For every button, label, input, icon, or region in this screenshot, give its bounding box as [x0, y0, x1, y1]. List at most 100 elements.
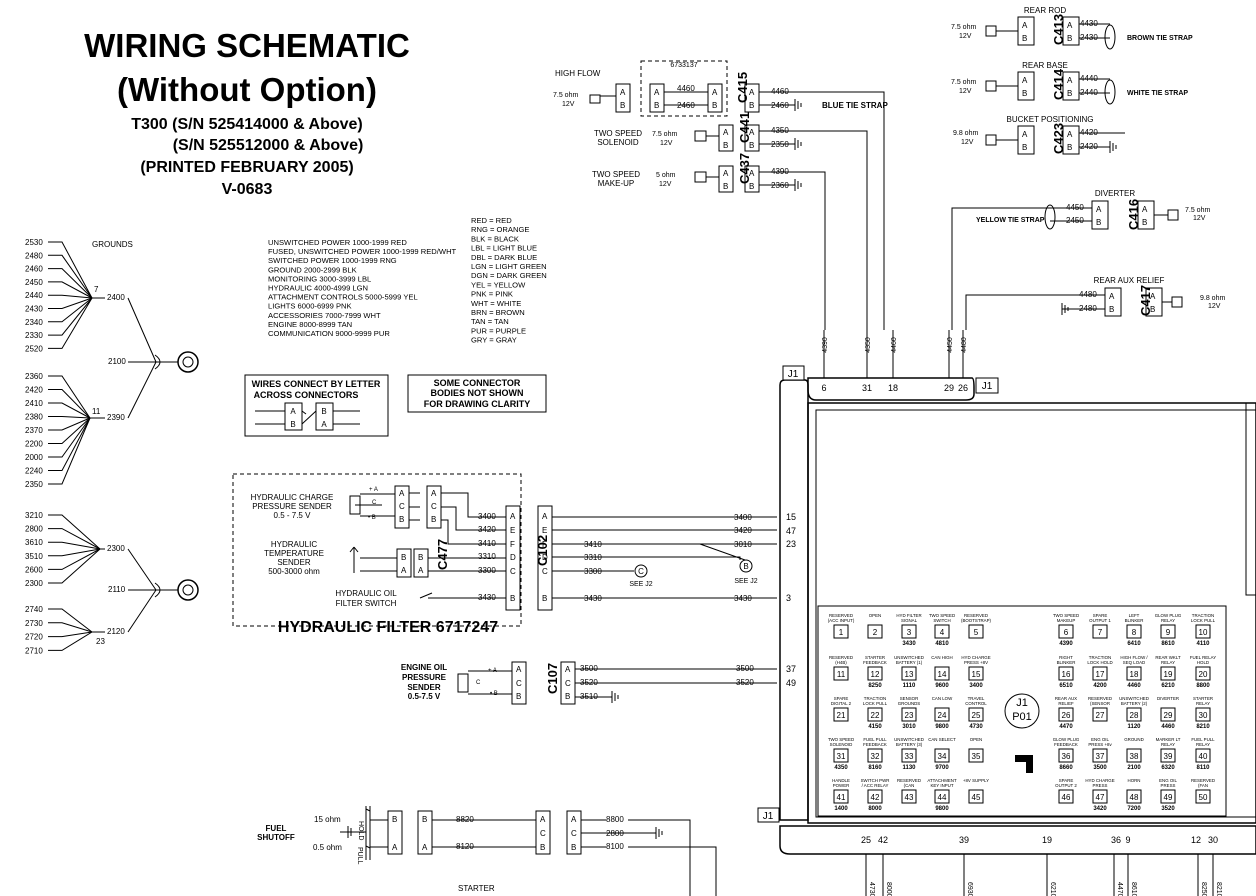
eng-oil-3: SENDER: [407, 683, 441, 692]
j1-bot-pin-36: 36: [1111, 835, 1121, 845]
group4-out: 2120: [107, 627, 125, 636]
g2-wire-3: 2380: [25, 413, 43, 422]
panel-cell-text-25-1: CONTROL: [965, 701, 987, 706]
svg-text:A: A: [749, 88, 755, 97]
panel-cell-num-25: 25: [972, 711, 981, 720]
rr-ohm: 7.5 ohm: [951, 24, 976, 31]
color-code-10: BRN = BROWN: [471, 308, 525, 317]
j1-bot-wire-7: 8210: [1215, 882, 1222, 896]
j1-top-wire-3: 4450: [947, 337, 954, 353]
svg-text:B: B: [749, 101, 754, 110]
high-flow-section: HIGH FLOW 6733137 7.5 ohm 12V AB AB AB A…: [553, 60, 888, 330]
c437-label: C437: [737, 153, 752, 184]
svg-text:A: A: [1022, 130, 1028, 139]
eng-oil-4: 0.5-7.5 V: [408, 692, 441, 701]
eng-oil-2: PRESSURE: [402, 673, 447, 682]
panel-cell-text-3-1: SIGNAL: [901, 618, 918, 623]
j1-top-pin-18: 18: [888, 383, 898, 393]
panel-cell-wire-24: 9800: [935, 724, 949, 730]
panel-cell-text-9-0: GLOW PLUG: [1155, 613, 1182, 618]
wire-code-0: UNSWITCHED POWER 1000-1999 RED: [268, 238, 407, 247]
panel-cell-text-10-0: TRACTION: [1192, 613, 1214, 618]
hf-conn-d: [744, 83, 760, 113]
panel-cell-wire-25: 4730: [969, 724, 983, 730]
panel-j1: J1: [1016, 697, 1028, 709]
color-code-7: YEL = YELLOW: [471, 280, 526, 289]
panel-cell-num-47: 47: [1096, 793, 1105, 802]
g1-wire-6: 2340: [25, 318, 43, 327]
c414-label: C414: [1051, 68, 1066, 100]
j1-top-pin-26: 26: [958, 383, 968, 393]
panel-cell-text-20-0: FUEL RELAY: [1190, 655, 1216, 660]
j1-left-pin-3: 3: [786, 593, 791, 603]
panel-cell-wire-4: 4810: [935, 641, 949, 647]
group1-out: 2400: [107, 293, 125, 302]
panel-cell-text-8-1: BLINKER: [1125, 618, 1144, 623]
g2-wire-0: 2360: [25, 372, 43, 381]
tsm-volt: 12V: [659, 181, 672, 188]
svg-text:B: B: [1022, 34, 1027, 43]
engine-oil-section: ENGINE OIL PRESSURE SENDER 0.5-7.5 V ACB…: [401, 661, 777, 705]
panel-cell-wire-44: 9800: [935, 806, 949, 812]
j1-top-connector: J1: [807, 377, 999, 401]
hyd-j1-3010: 3010: [734, 540, 752, 549]
j1-bot-pin-42: 42: [878, 835, 888, 845]
panel-cell-text-33-0: UNSWITCHED: [894, 737, 924, 742]
panel-cell-wire-32: 8160: [868, 765, 882, 771]
tss-ohm: 7.5 ohm: [652, 131, 677, 138]
panel-cell-text-12-1: FEEDBACK: [863, 660, 887, 665]
ring2-label: 2110: [108, 585, 126, 594]
hydraulic-filter-section: HYDRAULIC CHARGE PRESSURE SENDER 0.5 - 7…: [232, 473, 553, 636]
svg-text:+ A: + A: [488, 668, 497, 674]
j1-bot-wire-6: 8250: [1200, 882, 1207, 896]
starter-label: STARTER: [458, 884, 495, 893]
svg-text:A: A: [516, 665, 522, 674]
color-code-2: BLK = BLACK: [471, 234, 519, 243]
panel-cell-num-45: 45: [972, 793, 981, 802]
wire-code-2: SWITCHED POWER 1000-1999 RNG: [268, 256, 397, 265]
two-speed-makeup-1: TWO SPEED: [592, 170, 640, 179]
svg-text:B: B: [749, 141, 754, 150]
dv-volt: 12V: [1193, 215, 1206, 222]
panel-cell-text-20-1: HOLD: [1197, 660, 1209, 665]
j1-bot-pin-19: 19: [1042, 835, 1052, 845]
panel-cell-text-44-0: ATTACHMENT: [927, 778, 957, 783]
panel-cell-wire-13: 1110: [903, 683, 916, 689]
svg-text:A: A: [431, 489, 437, 498]
panel-cell-text-28-1: BATTERY (2): [1121, 701, 1148, 706]
fuel-shutoff-section: FUEL SHUTOFF 15 ohm 0.5 ohm HOLD PULL BA…: [257, 806, 717, 896]
panel-cell-text-21-0: SPARE: [834, 696, 849, 701]
svg-text:+ A: + A: [369, 487, 378, 493]
svg-text:B: B: [1096, 218, 1101, 227]
color-code-9: WHT = WHITE: [471, 299, 521, 308]
rb-w4440: 4440: [1080, 74, 1098, 83]
panel-cell-text-19-1: RELAY: [1161, 660, 1175, 665]
panel-cell-text-6-1: MAKEUP: [1057, 618, 1076, 623]
panel-cell-text-4-1: SWITCH: [933, 618, 950, 623]
panel-cell-text-50-0: RESERVED: [1191, 778, 1215, 783]
svg-text:B: B: [401, 553, 406, 562]
panel-cell-wire-49: 3520: [1161, 806, 1175, 812]
panel-cell-text-1-1: (ACC INPUT): [828, 618, 855, 623]
panel-cell-45: +8V SUPPLY 45: [963, 778, 989, 804]
group4-count: 23: [96, 637, 105, 646]
panel-cell-text-42-0: SWITCH PWR: [861, 778, 890, 783]
panel-cell-num-21: 21: [837, 711, 846, 720]
bp-w4420: 4420: [1080, 128, 1098, 137]
wire-code-1: FUSED, UNSWITCHED POWER 1000-1999 RED/WH…: [268, 247, 457, 256]
panel-cell-text-39-1: RELAY: [1161, 742, 1175, 747]
fuel-label-1: FUEL: [266, 824, 287, 833]
panel-cell-text-45-0: +8V SUPPLY: [963, 778, 989, 783]
svg-text:D: D: [542, 553, 548, 562]
panel-cell-text-48-0: HORN: [1128, 778, 1141, 783]
c441-label: C441: [737, 112, 752, 143]
